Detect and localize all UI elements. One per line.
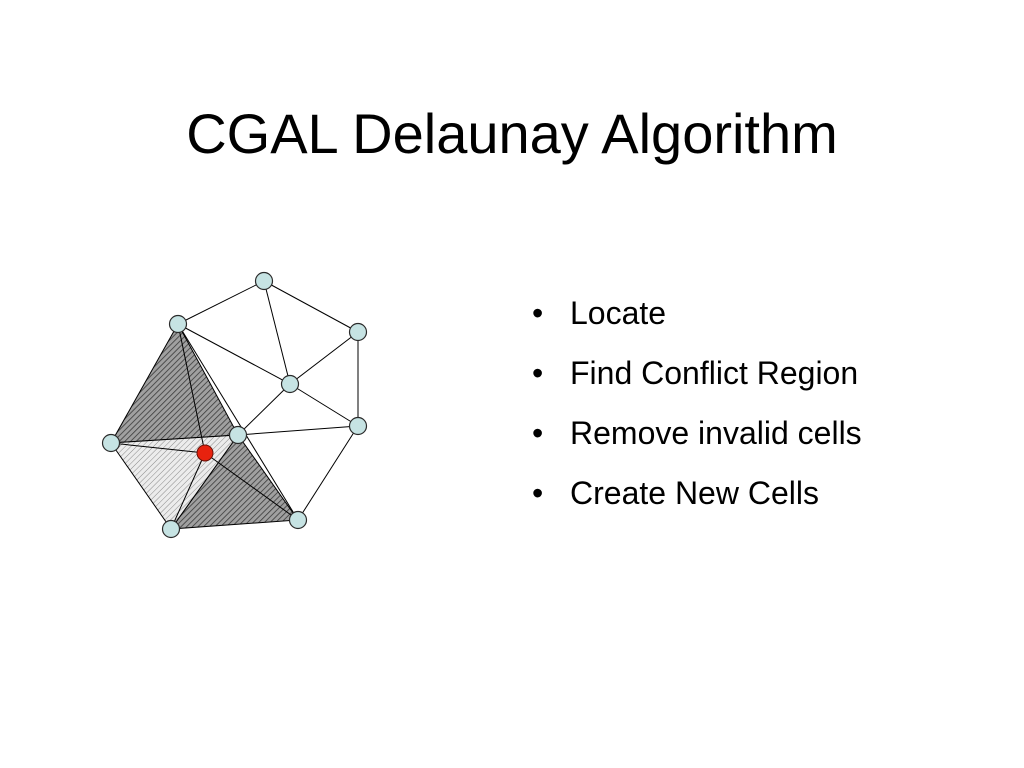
triangulation-vertices — [101, 271, 368, 539]
bullet-marker: • — [532, 355, 544, 391]
vertex — [348, 416, 368, 436]
bullet-marker: • — [532, 415, 544, 451]
vertex — [161, 519, 181, 539]
bullet-item-create-new-cells: • Create New Cells — [532, 465, 862, 525]
bullet-text: Remove invalid cells — [570, 415, 862, 451]
bullet-item-remove-invalid-cells: • Remove invalid cells — [532, 405, 862, 465]
vertex — [101, 433, 121, 453]
bullet-text: Find Conflict Region — [570, 355, 859, 391]
bullet-list: • Locate • Find Conflict Region • Remove… — [532, 285, 862, 525]
delaunay-triangulation-diagram — [101, 271, 368, 539]
bullet-text: Create New Cells — [570, 475, 819, 511]
bullet-item-locate: • Locate — [532, 285, 862, 345]
conflict-face-upper — [110, 322, 239, 444]
bullet-item-find-conflict-region: • Find Conflict Region — [532, 345, 862, 405]
inserted-point — [196, 444, 214, 462]
bullet-text: Locate — [570, 295, 667, 331]
triangulation-edges — [110, 280, 359, 530]
bullet-marker: • — [532, 295, 544, 331]
vertex — [288, 510, 308, 530]
vertex — [254, 271, 274, 291]
vertex — [280, 374, 300, 394]
vertex — [228, 425, 248, 445]
vertex — [348, 322, 368, 342]
vertex — [168, 314, 188, 334]
slide-title: CGAL Delaunay Algorithm — [186, 102, 838, 165]
bullet-marker: • — [532, 475, 544, 511]
